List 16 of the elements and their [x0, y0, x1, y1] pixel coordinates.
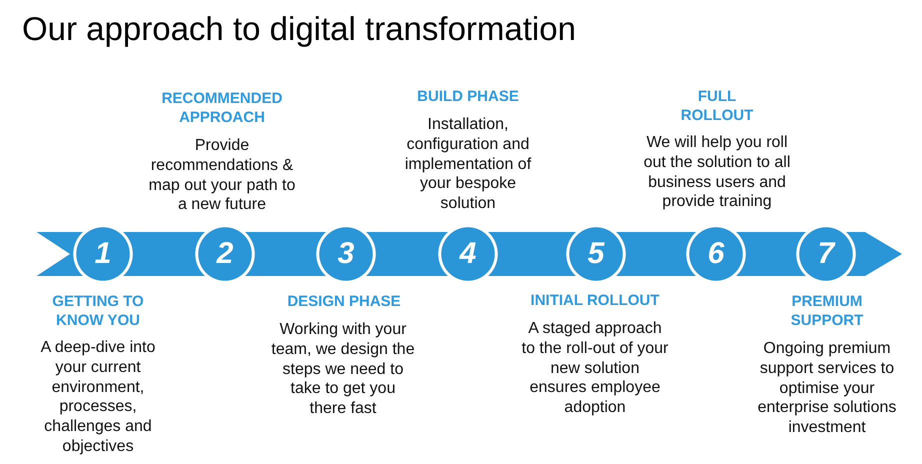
- step-description: Provide recommendations & map out your path to a new future: [148, 136, 296, 216]
- step-heading: PREMIUM SUPPORT: [790, 293, 864, 330]
- step-heading: DESIGN PHASE: [287, 293, 401, 312]
- step-description: A staged approach to the roll-out of your new solution ensures employee adoption: [522, 319, 668, 418]
- step-heading: GETTING TO KNOW YOU: [52, 293, 144, 330]
- arrow-band-head: [856, 232, 902, 276]
- step-description: Working with your team, we design the steps we need to take to get you there fast: [271, 320, 415, 419]
- diagram-title: Our approach to digital transformation: [22, 12, 576, 45]
- step-description: A deep-dive into your current environment, processes, challenges and objectives: [40, 338, 156, 457]
- step-heading: FULL ROLLOUT: [680, 88, 754, 125]
- step-description: Ongoing premium support services to optimise your enterprise solutions investment: [758, 339, 896, 438]
- step-heading: RECOMMENDED APPROACH: [162, 90, 282, 127]
- step-heading: INITIAL ROLLOUT: [530, 292, 660, 310]
- step-description: Installation, configuration and implementation of your bespoke solution: [404, 115, 532, 214]
- step-heading: BUILD PHASE: [417, 88, 519, 106]
- step-description: We will help you roll out the solution to all business users and provide training: [644, 133, 790, 212]
